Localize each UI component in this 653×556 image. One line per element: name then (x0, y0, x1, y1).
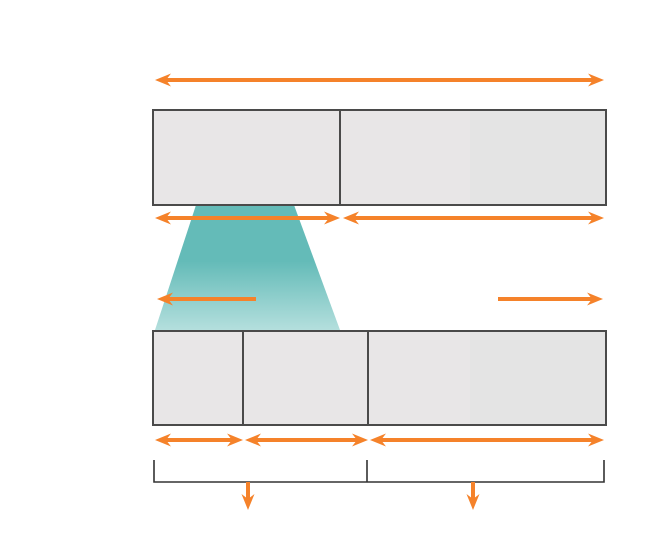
shift-right-arrow (498, 292, 603, 306)
arrowhead-icon (155, 73, 171, 87)
arrowhead-icon (588, 211, 604, 225)
output-left-arrow (241, 482, 255, 510)
arrowhead-icon (343, 211, 359, 225)
bottom-segment-1-arrow (155, 433, 243, 447)
arrowhead-icon (157, 292, 173, 306)
arrowhead-icon (588, 433, 604, 447)
arrowhead-icon (155, 211, 171, 225)
top-left-segment-arrow (155, 211, 340, 225)
top-right-segment-arrow (343, 211, 604, 225)
arrowhead-icon (587, 292, 603, 306)
bottom-bar (152, 330, 607, 426)
bottom-bar-box (152, 330, 607, 426)
funnel-shape (155, 205, 340, 330)
arrowhead-icon (245, 433, 261, 447)
arrowhead-icon (155, 433, 171, 447)
arrowhead-icon (227, 433, 243, 447)
top-span-arrow (155, 73, 604, 87)
shift-left-arrow (157, 292, 256, 306)
arrowhead-icon (588, 73, 604, 87)
top-bar-box (152, 109, 607, 206)
arrowhead-icon (466, 494, 480, 510)
arrowhead-icon (324, 211, 340, 225)
output-right-arrow (466, 482, 480, 510)
bottom-segment-2-arrow (245, 433, 368, 447)
arrowhead-icon (241, 494, 255, 510)
bottom-segment-3-arrow (370, 433, 604, 447)
arrowhead-icon (352, 433, 368, 447)
arrowhead-icon (370, 433, 386, 447)
bracket (153, 460, 605, 483)
top-bar (152, 109, 607, 206)
arrows (155, 73, 604, 510)
